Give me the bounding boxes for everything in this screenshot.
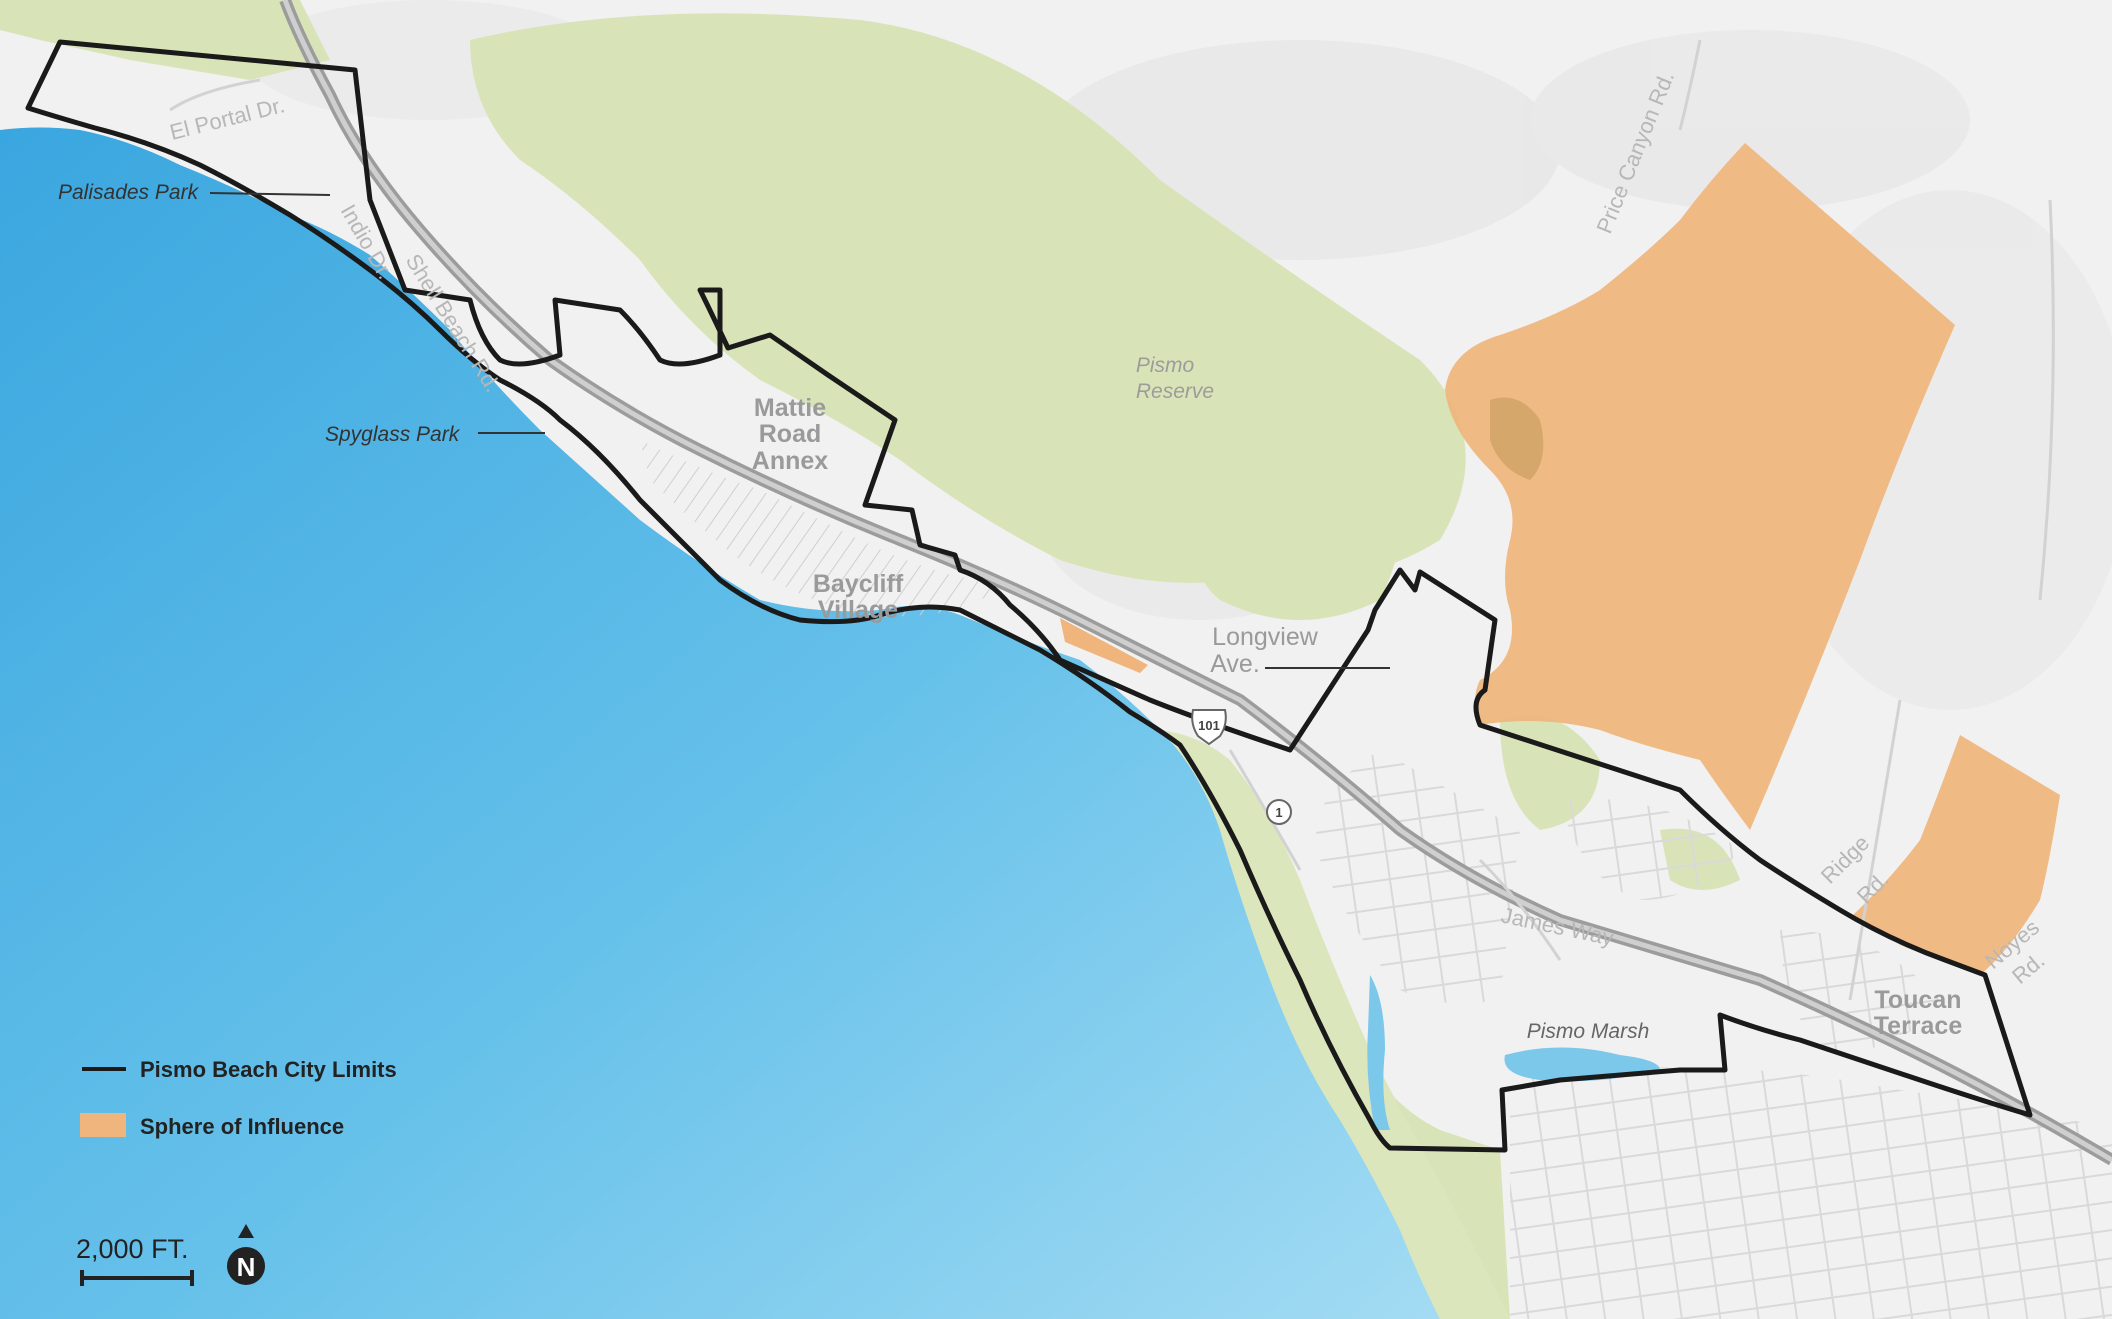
area-label-mattie-2: Road [759,420,822,448]
legend-sphere-label: Sphere of Influence [140,1114,344,1139]
leader-lines [209,192,1390,669]
minor-roads [169,39,2055,1001]
residential-blocks [640,440,2112,1319]
route-101-label: 101 [1198,718,1220,733]
legend-city-limits-label: Pismo Beach City Limits [140,1057,397,1082]
park-label-reserve-2: Reserve [1136,380,1214,403]
north-label: N [237,1252,256,1282]
park-label-spyglass: Spyglass Park [325,423,461,446]
area-label-baycliff-2: Village [818,596,898,624]
route-1-label: 1 [1275,805,1282,820]
legend-sphere-swatch [80,1113,126,1137]
area-label-baycliff-1: Baycliff [813,570,904,598]
park-label-pismo-marsh: Pismo Marsh [1527,1020,1650,1043]
area-label-mattie-3: Annex [752,447,829,475]
sphere-of-influence [1060,143,2060,975]
highway-101 [279,0,2112,1166]
area-label-toucan-1: Toucan [1874,986,1961,1014]
route-101-shield: 101 [1191,709,1227,746]
legend: Pismo Beach City Limits Sphere of Influe… [80,1057,397,1139]
park-label-palisades: Palisades Park [58,181,200,204]
ocean [0,127,1440,1319]
scale-label: 2,000 FT. [76,1234,189,1264]
area-label-longview-1: Longview [1212,623,1319,651]
city-limits-boundary [25,39,2033,1153]
beach [1160,730,1510,1319]
area-label-toucan-2: Terrace [1874,1012,1963,1040]
route-1-shield: 1 [1266,799,1292,825]
area-label-longview-2: Ave. [1210,650,1260,678]
scale-bar: 2,000 FT. [76,1234,194,1286]
area-label-mattie-1: Mattie [754,394,826,422]
park-label-reserve-1: Pismo [1136,354,1195,377]
north-arrow-icon: N [227,1224,265,1285]
